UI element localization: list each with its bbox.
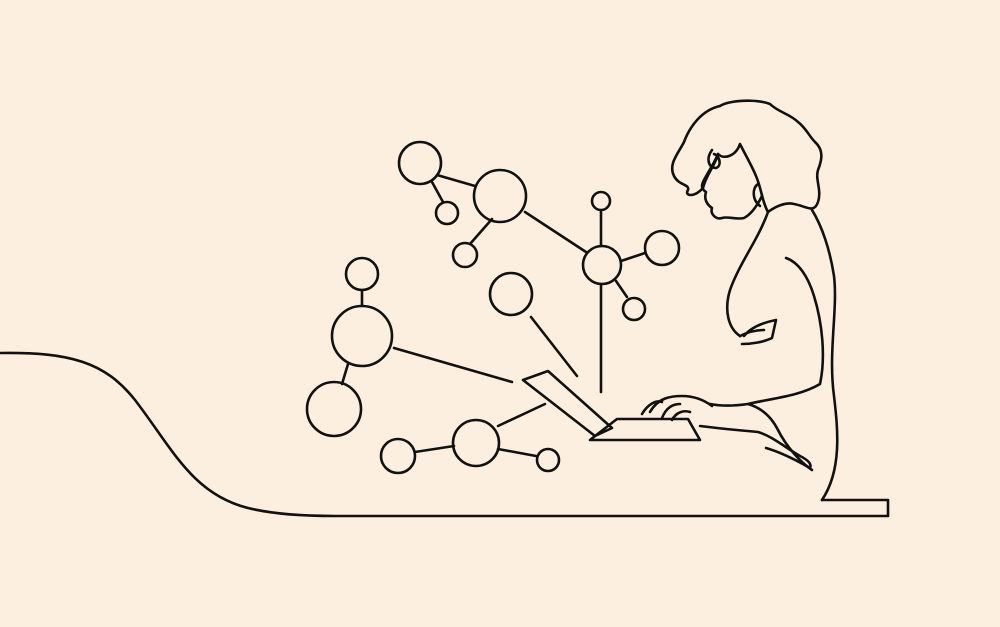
- link: [614, 279, 629, 299]
- node: [488, 271, 534, 317]
- laptop-screen: [521, 369, 614, 438]
- node: [434, 200, 460, 226]
- forearm-lower: [698, 424, 812, 470]
- ear: [752, 182, 762, 208]
- link: [340, 362, 350, 386]
- link: [619, 251, 647, 263]
- link: [468, 217, 494, 246]
- link: [392, 346, 514, 384]
- laptop: [521, 369, 702, 442]
- node: [397, 140, 443, 186]
- node: [451, 418, 501, 468]
- neck-and-back: [726, 208, 839, 502]
- network-links: [340, 173, 647, 458]
- ground-line: [0, 351, 890, 518]
- node: [535, 447, 561, 473]
- node: [330, 304, 394, 368]
- chest: [740, 318, 778, 346]
- node: [344, 256, 380, 292]
- hair-curl: [707, 148, 721, 170]
- node: [590, 190, 612, 212]
- node: [621, 296, 647, 322]
- hand-fingers: [640, 394, 714, 422]
- link: [523, 210, 588, 254]
- shoulder-arm: [708, 256, 825, 407]
- link: [496, 402, 547, 428]
- node: [581, 244, 623, 286]
- link: [496, 447, 538, 458]
- network-nodes: [305, 140, 681, 475]
- link: [529, 315, 579, 378]
- node: [643, 229, 681, 267]
- node: [451, 241, 479, 269]
- torso-lap: [746, 402, 814, 472]
- laptop-base: [588, 417, 702, 442]
- link: [413, 444, 456, 454]
- woman-figure: [640, 99, 839, 502]
- node: [305, 380, 363, 438]
- sleeve: [738, 328, 766, 338]
- link: [435, 173, 477, 188]
- link: [430, 180, 445, 204]
- node: [472, 168, 528, 224]
- node: [379, 437, 417, 475]
- face-profile: [700, 152, 764, 220]
